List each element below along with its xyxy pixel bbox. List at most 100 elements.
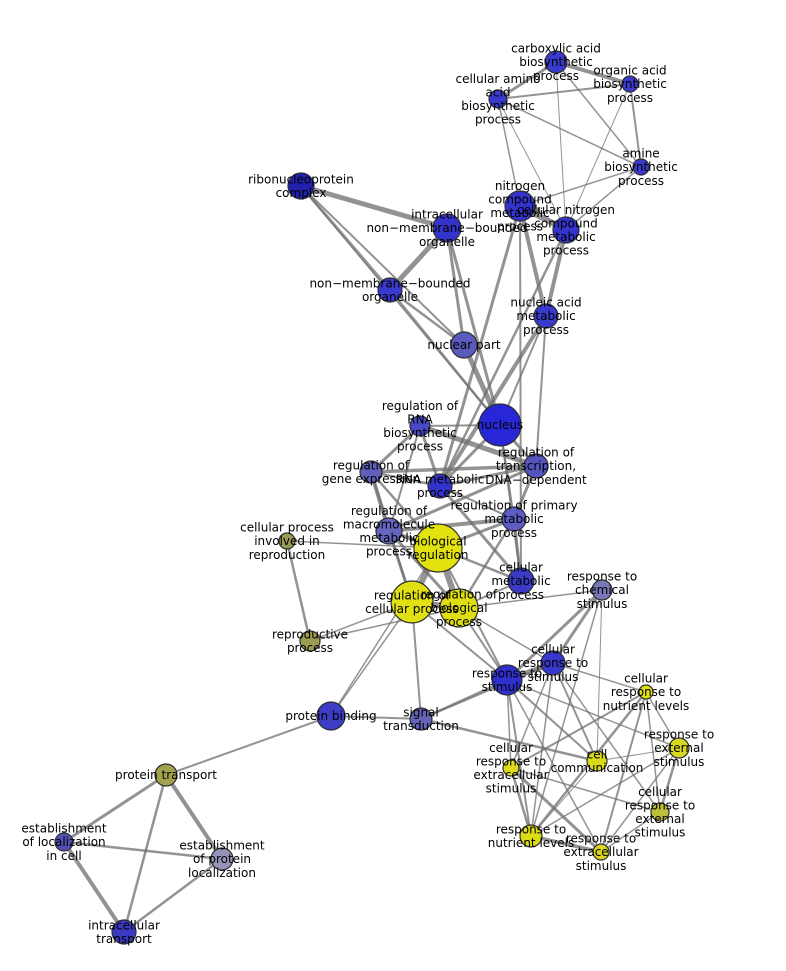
node-respstim[interactable] [491, 664, 523, 696]
node-respext[interactable] [668, 737, 690, 759]
node-regtrans[interactable] [523, 453, 549, 479]
node-intratrans[interactable] [111, 919, 137, 945]
edge-cellrespextra-cellrespext[interactable] [510, 767, 661, 813]
edge-cellrespstim-cellrespextra[interactable] [510, 662, 554, 769]
edge-cellrespstim-sigtrans[interactable] [420, 662, 554, 720]
edge-respnut-cellrespextra[interactable] [509, 766, 533, 838]
node-estloc[interactable] [54, 832, 74, 852]
edge-amine-nitrogen[interactable] [519, 166, 642, 207]
edge-prottrans-estprot[interactable] [164, 773, 224, 861]
edge-regtrans-rnamet[interactable] [438, 464, 538, 488]
edge-carb-amine[interactable] [555, 61, 642, 168]
edge-protbind-regcell[interactable] [330, 601, 413, 717]
edge-rnamet-regprim[interactable] [439, 485, 515, 520]
edge-cellnitro-rnamet[interactable] [438, 228, 568, 488]
node-carb[interactable] [544, 50, 568, 74]
edge-protbind-sigtrans[interactable] [330, 715, 422, 720]
edge-respext-cellcomm[interactable] [596, 747, 680, 762]
edge-cellrespstim-cellrespext[interactable] [552, 662, 661, 813]
node-cellrespstim[interactable] [540, 650, 566, 676]
edge-organic-amine[interactable] [629, 83, 642, 168]
node-intranmb[interactable] [432, 213, 462, 243]
node-regbio[interactable] [439, 588, 479, 628]
edge-protbind-bioreg[interactable] [330, 547, 439, 717]
edge-amine-cellnitro[interactable] [565, 166, 642, 231]
edge-prottrans-estloc[interactable] [62, 773, 168, 844]
node-nmb[interactable] [377, 277, 403, 303]
node-amino[interactable] [488, 89, 508, 109]
node-nucleus[interactable] [478, 403, 522, 447]
node-prottrans[interactable] [154, 763, 178, 787]
node-amine[interactable] [632, 158, 650, 176]
edge-carb-organic[interactable] [554, 60, 632, 86]
edge-protbind-prottrans[interactable] [165, 715, 332, 776]
edge-nmb-nucpart[interactable] [388, 288, 466, 347]
edge-repro-regbio[interactable] [309, 607, 460, 642]
node-regmacro[interactable] [375, 517, 403, 545]
edge-ribo-intranmb[interactable] [298, 183, 450, 231]
edge-amino-amine[interactable] [497, 98, 642, 168]
edge-cellcomm-respnut[interactable] [530, 760, 598, 837]
edge-respchem-respnut[interactable] [530, 589, 603, 837]
node-cellrespnut[interactable] [638, 684, 654, 700]
edge-respnut-respextra[interactable] [529, 834, 603, 854]
edge-respextra-cellrespext[interactable] [600, 811, 661, 853]
edge-respchem-cellcomm[interactable] [596, 589, 603, 762]
edge-respstim-respext[interactable] [506, 679, 680, 749]
edge-regbio-respchem[interactable] [458, 589, 603, 609]
edge-intranmb-nucpart[interactable] [445, 226, 466, 347]
node-respextra[interactable] [592, 843, 610, 861]
edge-amino-cellnitro[interactable] [497, 98, 567, 231]
node-repro[interactable] [299, 630, 321, 652]
node-cellrespext[interactable] [650, 802, 670, 822]
edge-cellrespnut-cellrespextra[interactable] [510, 691, 647, 769]
edge-nitrogen-nucacid[interactable] [518, 204, 548, 318]
node-estprot[interactable] [210, 847, 234, 871]
edge-ribo-nucpart[interactable] [300, 185, 465, 346]
node-cpir[interactable] [278, 532, 296, 550]
edge-cellrespstim-respchem[interactable] [551, 588, 604, 665]
edge-cellnitro-nucacid[interactable] [544, 228, 568, 318]
edge-respext-cellrespext[interactable] [658, 746, 681, 814]
node-cellcomm[interactable] [586, 750, 608, 772]
node-regcell[interactable] [390, 580, 434, 624]
edge-respstim-cellcomm[interactable] [506, 679, 598, 762]
edge-cellrespnut-respext[interactable] [645, 691, 680, 749]
node-sigtrans[interactable] [409, 707, 433, 731]
edge-cellrespnut-respextra[interactable] [600, 691, 647, 853]
edge-carb-cellnitro[interactable] [555, 61, 567, 231]
node-respchem[interactable] [591, 579, 613, 601]
node-nucacid[interactable] [533, 303, 559, 329]
edge-prottrans-intratrans[interactable] [122, 773, 168, 934]
node-rnamet[interactable] [427, 473, 453, 499]
edge-respstim-respextra[interactable] [506, 679, 602, 853]
edge-estloc-intratrans[interactable] [62, 840, 126, 934]
edge-respstim-respchem[interactable] [505, 588, 604, 682]
node-cellrespextra[interactable] [502, 759, 520, 777]
node-ribo[interactable] [287, 172, 315, 200]
node-organic[interactable] [621, 75, 639, 93]
node-protbind[interactable] [316, 701, 346, 731]
edge-estprot-intratrans[interactable] [122, 857, 224, 934]
edge-nmb-nucleus[interactable] [388, 288, 502, 427]
edge-respext-respnut[interactable] [530, 747, 680, 837]
edge-cellcomm-sigtrans[interactable] [419, 717, 599, 763]
edge-rnamet-cellmet[interactable] [438, 484, 523, 583]
node-respnut[interactable] [519, 824, 543, 848]
edge-organic-cellnitro[interactable] [565, 83, 631, 231]
node-bioreg[interactable] [413, 523, 463, 573]
edge-regprim-regmacro[interactable] [387, 517, 516, 533]
node-regprim[interactable] [501, 506, 527, 532]
node-nucpart[interactable] [450, 331, 478, 359]
node-cellmet[interactable] [507, 567, 535, 595]
edge-organic-amino[interactable] [497, 83, 631, 100]
edge-intranmb-nucleus[interactable] [445, 226, 502, 427]
edge-amino-nitrogen[interactable] [497, 98, 521, 207]
node-reggene[interactable] [359, 460, 383, 484]
node-nitrogen[interactable] [504, 190, 536, 222]
edge-regtrans-reggene[interactable] [369, 464, 538, 474]
edge-cellrespstim-cellcomm[interactable] [552, 662, 598, 762]
edge-respextra-cellrespextra[interactable] [509, 766, 603, 854]
edge-respstim-respnut[interactable] [506, 679, 532, 837]
